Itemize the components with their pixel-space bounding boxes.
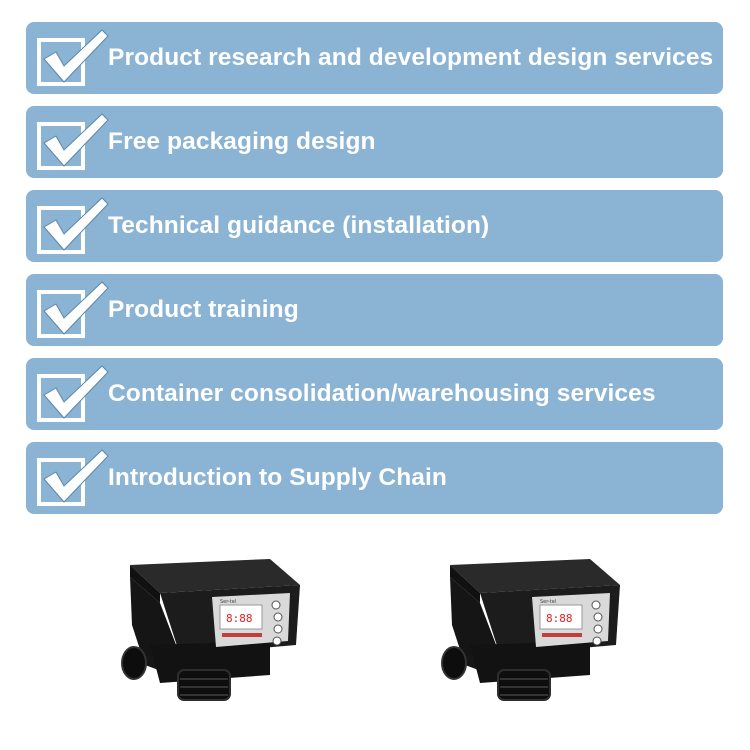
service-label: Container consolidation/warehousing serv… bbox=[108, 380, 656, 407]
checkbox-checked-icon bbox=[34, 110, 110, 172]
checkbox-checked-icon bbox=[34, 278, 110, 340]
service-item-product-training: Product training bbox=[26, 274, 723, 346]
water-softener-valve-image: 8:88 Ser-tel bbox=[440, 555, 625, 710]
water-softener-valve-image: 8:88 Ser-tel bbox=[120, 555, 305, 710]
service-label: Product research and development design … bbox=[108, 44, 714, 71]
service-item-packaging-design: Free packaging design bbox=[26, 106, 723, 178]
service-label: Product training bbox=[108, 296, 299, 323]
checkbox-checked-icon bbox=[34, 194, 110, 256]
svg-text:8:88: 8:88 bbox=[226, 612, 253, 625]
svg-text:Ser-tel: Ser-tel bbox=[220, 599, 236, 605]
service-label: Free packaging design bbox=[108, 128, 376, 155]
checkbox-checked-icon bbox=[34, 446, 110, 508]
service-item-supply-chain: Introduction to Supply Chain bbox=[26, 442, 723, 514]
service-list: Product research and development design … bbox=[26, 22, 723, 526]
svg-text:8:88: 8:88 bbox=[546, 612, 573, 625]
service-item-product-research: Product research and development design … bbox=[26, 22, 723, 94]
checkbox-checked-icon bbox=[34, 26, 110, 88]
service-item-container-consolidation: Container consolidation/warehousing serv… bbox=[26, 358, 723, 430]
service-item-technical-guidance: Technical guidance (installation) bbox=[26, 190, 723, 262]
svg-text:Ser-tel: Ser-tel bbox=[540, 599, 556, 605]
service-label: Technical guidance (installation) bbox=[108, 212, 490, 239]
checkbox-checked-icon bbox=[34, 362, 110, 424]
service-label: Introduction to Supply Chain bbox=[108, 464, 447, 491]
